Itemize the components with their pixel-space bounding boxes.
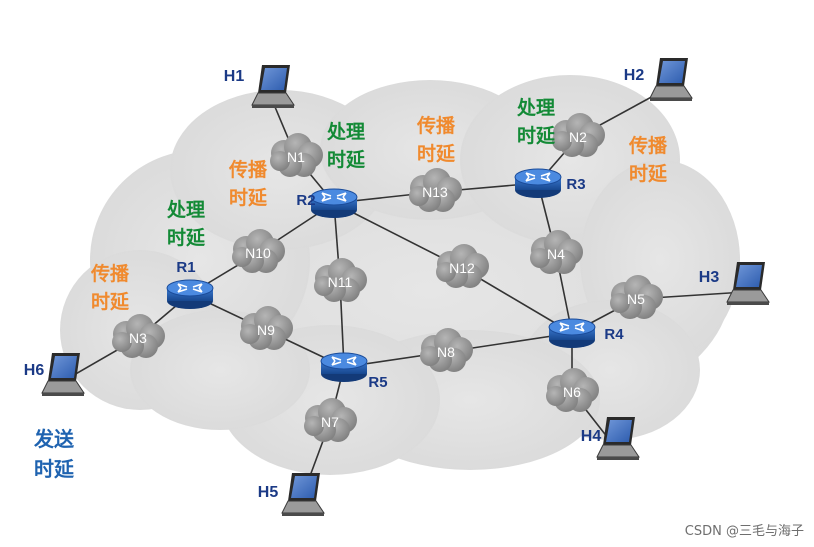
router-r2: R2: [296, 188, 358, 218]
network-label: N9: [257, 322, 275, 338]
network-n5: N5: [610, 275, 663, 319]
annotation-propagation-r1: 传播 时延: [84, 260, 136, 316]
annotation-transmission-h6: 发送 时延: [28, 424, 80, 484]
laptop-icon: [649, 58, 693, 101]
laptop-icon: [726, 262, 770, 305]
router-r3: R3: [514, 168, 586, 198]
annotation-line: 时延: [326, 149, 365, 171]
network-n9: N9: [240, 306, 293, 350]
annotation-line: 传播: [90, 263, 129, 285]
host-label: H4: [581, 428, 602, 445]
network-label: N8: [437, 344, 455, 360]
router-arrows-icon: [331, 356, 357, 366]
network-label: N1: [287, 149, 305, 165]
annotation-propagation-r2: 传播 时延: [222, 156, 274, 212]
network-label: N11: [328, 274, 353, 290]
annotation-line: 处理: [516, 97, 555, 119]
network-label: N7: [321, 414, 339, 430]
network-label: N12: [449, 260, 475, 276]
annotation-propagation-n2: 传播 时延: [622, 132, 674, 188]
network-n10: N10: [232, 229, 285, 273]
network-label: N6: [563, 384, 581, 400]
watermark: CSDN @三毛与海子: [684, 524, 804, 539]
network-n8: N8: [420, 328, 473, 372]
annotation-processing-r2: 处理 时延: [320, 118, 372, 174]
network-n13: N13: [409, 168, 462, 212]
annotation-line: 传播: [228, 159, 267, 181]
annotation-line: 时延: [516, 125, 555, 147]
router-r4: R4: [548, 318, 624, 348]
annotation-line: 传播: [416, 115, 455, 137]
router-label: R2: [296, 192, 315, 209]
network-n12: N12: [436, 244, 489, 288]
router-r5: R5: [320, 352, 388, 391]
annotation-line: 时延: [90, 291, 129, 313]
host-h2: H2: [624, 58, 693, 101]
network-label: N5: [627, 291, 645, 307]
annotation-line: 时延: [166, 227, 205, 249]
network-label: N4: [547, 246, 565, 262]
laptop-icon: [596, 417, 640, 460]
network-label: N2: [569, 129, 587, 145]
network-n6: N6: [546, 368, 599, 412]
annotation-line: 时延: [228, 187, 267, 209]
router-label: R5: [368, 374, 387, 391]
annotation-line: 时延: [34, 457, 74, 481]
router-arrows-icon: [321, 192, 347, 202]
annotation-processing-r1: 处理 时延: [160, 196, 212, 252]
router-r1: R1: [166, 259, 214, 309]
laptop-icon: [281, 473, 325, 516]
annotation-line: 处理: [166, 199, 205, 221]
network-n7: N7: [304, 398, 357, 442]
network-n11: N11: [314, 258, 367, 302]
network-label: N10: [245, 245, 271, 261]
annotation-processing-r3: 处理 时延: [510, 94, 562, 150]
host-h5: H5: [258, 473, 325, 516]
host-label: H5: [258, 484, 279, 501]
host-label: H6: [24, 362, 45, 379]
laptop-icon: [41, 353, 85, 396]
router-arrows-icon: [559, 322, 585, 332]
annotation-line: 发送: [34, 427, 74, 451]
host-label: H2: [624, 67, 645, 84]
host-h3: H3: [699, 262, 770, 305]
network-label: N13: [422, 184, 448, 200]
router-label: R4: [604, 326, 624, 343]
annotation-line: 处理: [326, 121, 365, 143]
host-h1: H1: [224, 65, 295, 108]
annotation-line: 时延: [628, 163, 667, 185]
network-label: N3: [129, 330, 147, 346]
network-n2: N2: [552, 113, 605, 157]
annotation-propagation-n13: 传播 时延: [410, 112, 462, 168]
host-h6: H6: [24, 353, 85, 396]
network-n3: N3: [112, 314, 165, 358]
router-label: R1: [176, 259, 195, 276]
host-label: H3: [699, 269, 720, 286]
router-arrows-icon: [525, 172, 551, 182]
router-label: R3: [566, 176, 585, 193]
router-arrows-icon: [177, 283, 203, 293]
host-label: H1: [224, 68, 245, 85]
laptop-icon: [251, 65, 295, 108]
annotation-line: 传播: [628, 135, 667, 157]
network-n4: N4: [530, 230, 583, 274]
network-n1: N1: [270, 133, 323, 177]
host-h4: H4: [581, 417, 640, 460]
annotation-line: 时延: [416, 143, 455, 165]
